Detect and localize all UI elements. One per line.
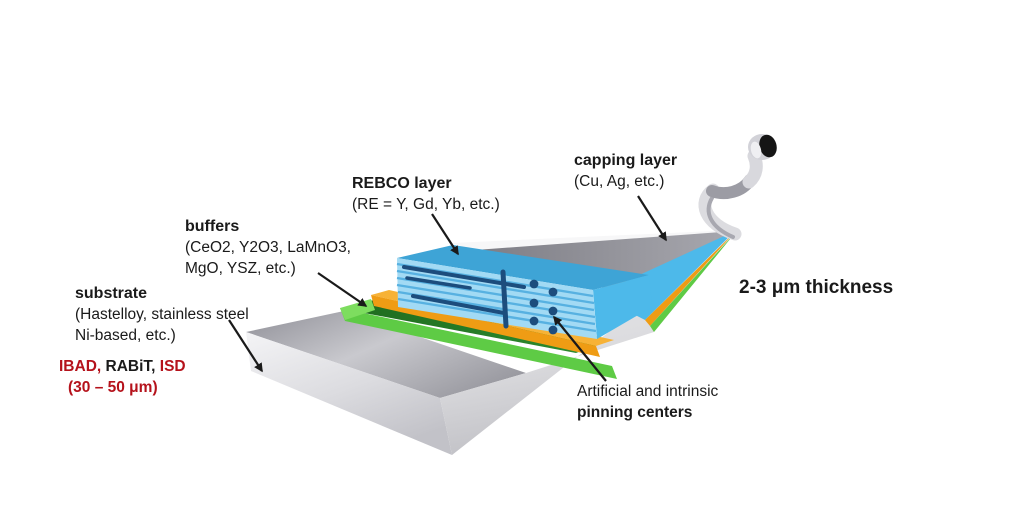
buffers-label: buffers (CeO2, Y2O3, LaMnO3, MgO, YSZ, e…: [185, 216, 351, 279]
method-rabit: RABiT,: [101, 358, 160, 375]
pinning-arrow: [553, 315, 607, 382]
pinning-label-line2: pinning centers: [577, 404, 693, 421]
buffer-green-strip: [650, 233, 735, 332]
substrate-top-face: [246, 311, 526, 398]
annotation-arrows: [228, 195, 667, 382]
substrate-thickness-range: (30 – 50 μm): [68, 379, 158, 396]
curl-dark-end: [759, 134, 777, 158]
rebco-label: REBCO layer (RE = Y, Gd, Yb, etc.): [352, 173, 500, 215]
method-ibad: IBAD,: [59, 358, 102, 375]
capping-top-face: [462, 231, 735, 290]
substrate-label: substrate (Hastelloy, stainless steel Ni…: [75, 283, 249, 346]
substrate-label-line2: Ni-based, etc.): [75, 327, 176, 344]
capping-label-line1: (Cu, Ag, etc.): [574, 173, 665, 190]
pinning-label-line1: Artificial and intrinsic: [577, 383, 719, 400]
substrate-label-title: substrate: [75, 285, 148, 302]
buffers-label-line2: MgO, YSZ, etc.): [185, 260, 296, 277]
rebco-label-title: REBCO layer: [352, 175, 452, 192]
capping-label-title: capping layer: [574, 152, 678, 169]
substrate-arrow: [228, 319, 263, 373]
buffers-arrow: [317, 272, 368, 307]
buffer-green-front-face: [340, 308, 617, 379]
thickness-label: 2-3 μm thickness: [739, 277, 894, 298]
rebco-top-face: [397, 245, 649, 290]
rebco-arrow: [431, 213, 459, 256]
tape-curl: [698, 134, 777, 241]
rebco-right-face: [593, 275, 652, 339]
pinning-label: Artificial and intrinsic pinning centers: [577, 381, 718, 423]
pinning-columnar-defect: [500, 269, 509, 329]
method-isd: ISD: [159, 358, 186, 375]
capping-label: capping layer (Cu, Ag, etc.): [574, 150, 677, 192]
buffers-label-line1: (CeO2, Y2O3, LaMnO3,: [185, 239, 351, 256]
substrate-front-face: [246, 332, 452, 455]
buffers-label-title: buffers: [185, 218, 240, 235]
artificial-pinning-dots: [529, 279, 558, 335]
intrinsic-pinning-planes: [402, 265, 526, 329]
substrate-methods-line1: IBAD, RABiT, ISD: [59, 356, 186, 377]
rebco-label-line1: (RE = Y, Gd, Yb, etc.): [352, 196, 500, 213]
capping-arrow: [637, 195, 667, 242]
buffer-orange-strip: [645, 232, 735, 326]
substrate-right-face: [440, 233, 735, 455]
substrate-label-line1: (Hastelloy, stainless steel: [75, 306, 249, 323]
substrate-methods-label: IBAD, RABiT, ISD (30 – 50 μm): [59, 356, 186, 398]
